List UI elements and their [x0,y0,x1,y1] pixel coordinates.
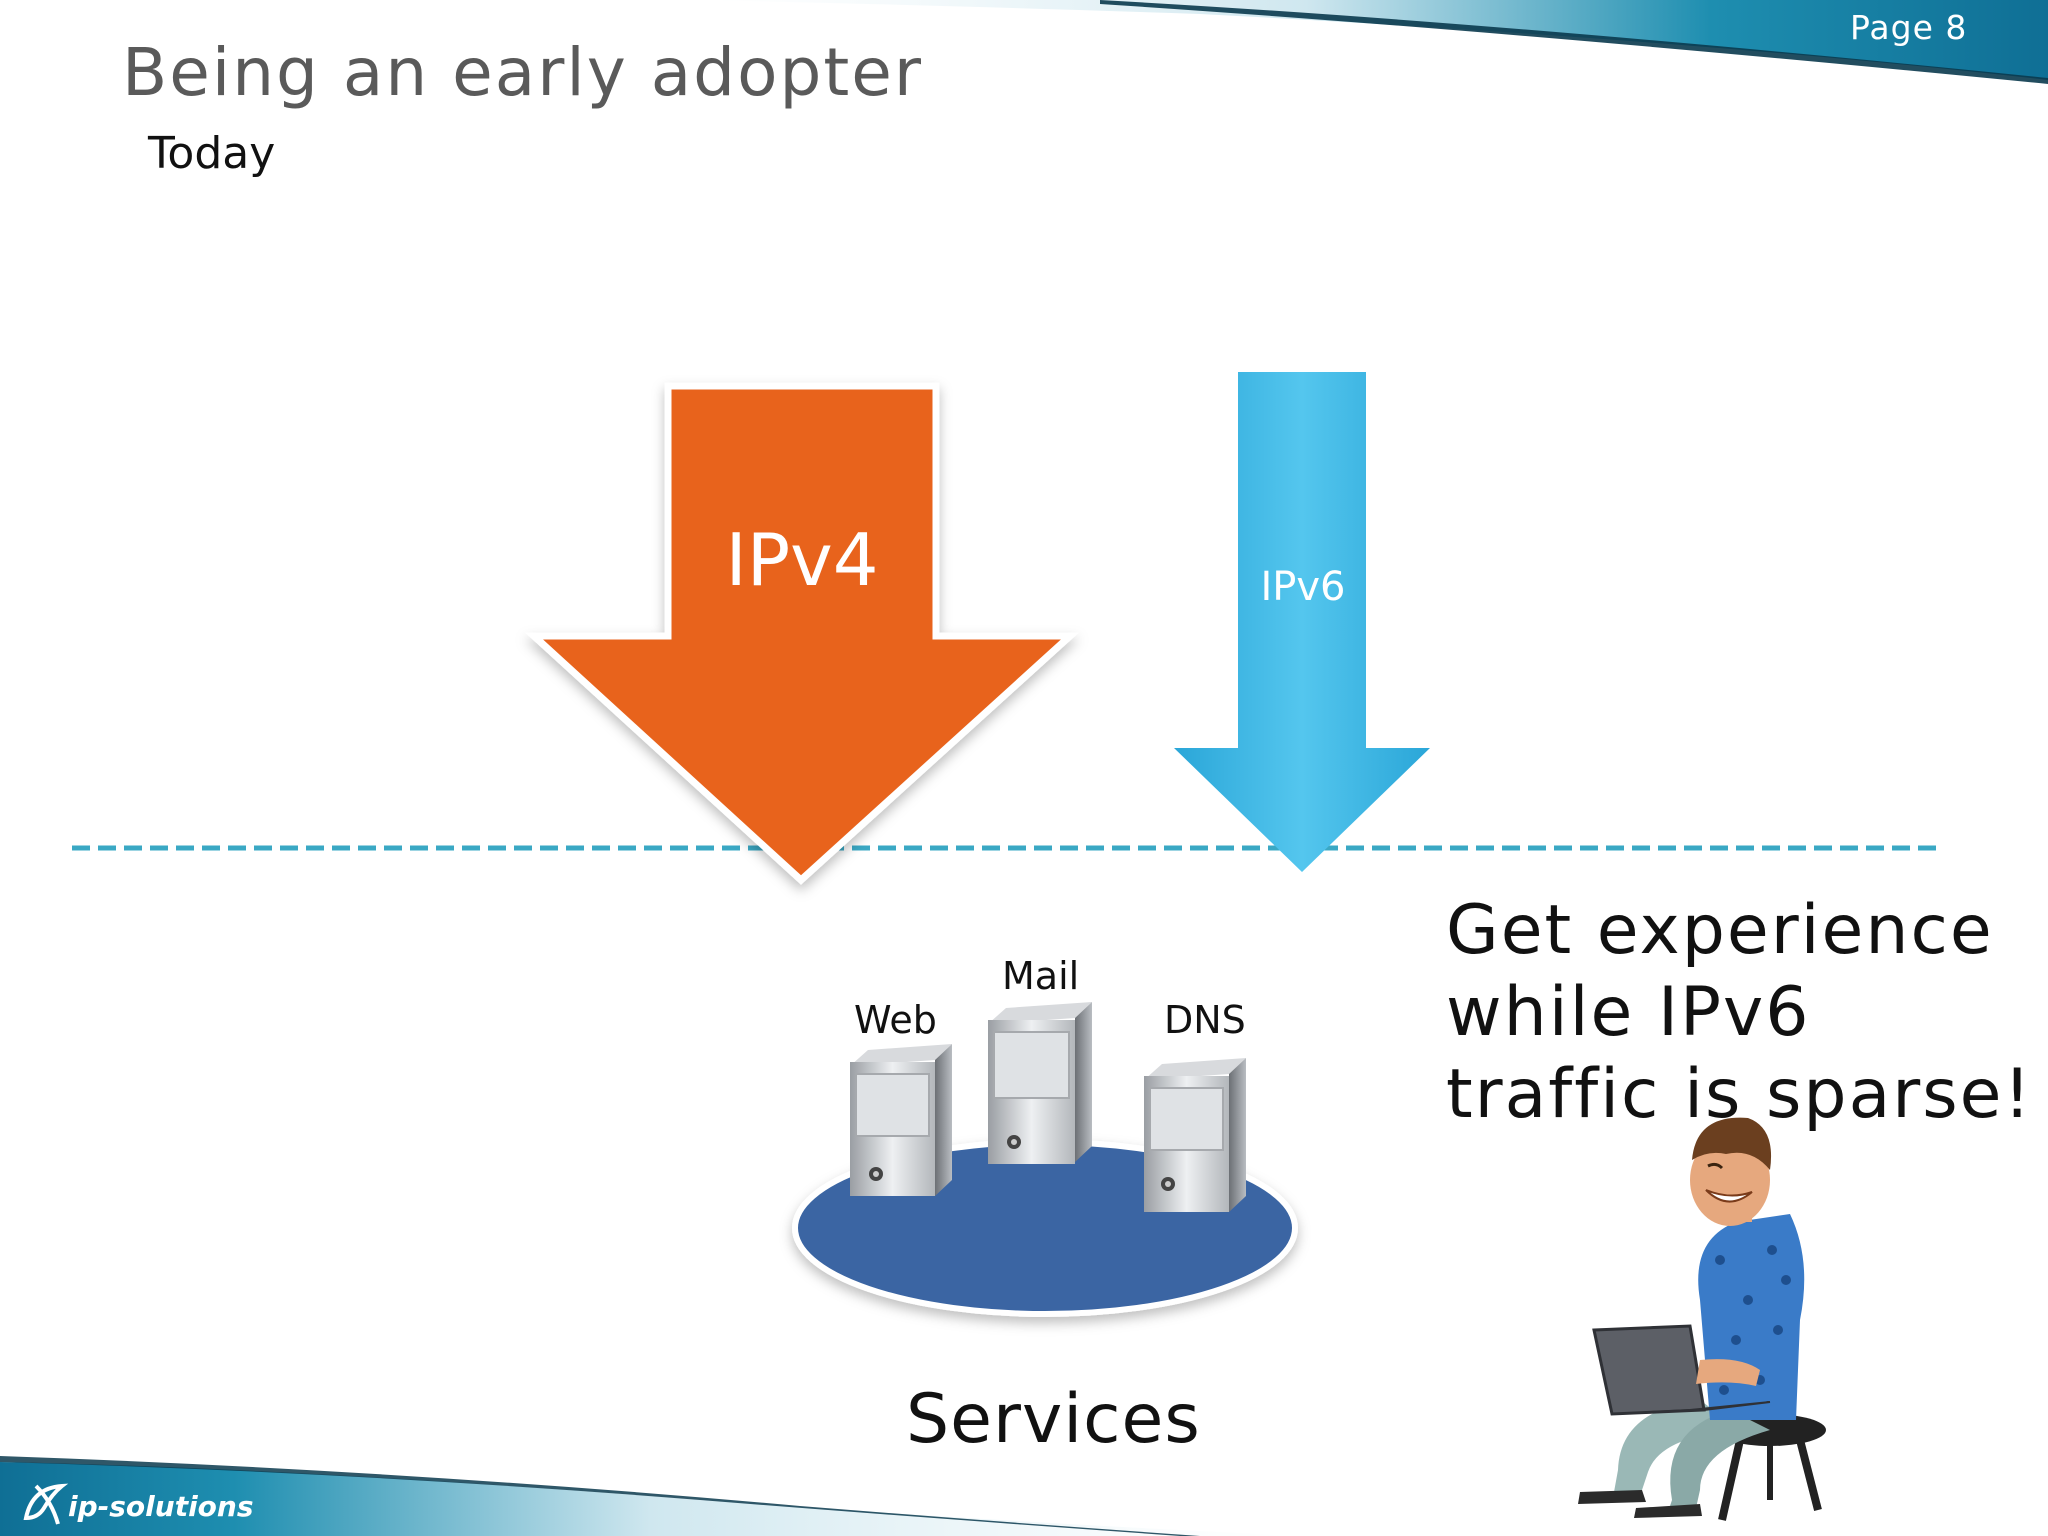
logo-icon [23,1483,69,1525]
ipv4-arrow-label: IPv4 [725,518,879,602]
server-label-mail: Mail [1002,954,1080,998]
callout-line-2: while IPv6 [1446,973,1811,1052]
logo-text: ip-solutions [68,1490,254,1523]
services-label: Services [906,1380,1201,1459]
slide-subtitle: Today [148,128,276,179]
server-label-dns: DNS [1164,998,1246,1042]
callout-line-1: Get experience [1446,891,1994,970]
page-number: Page 8 [1850,8,1968,47]
server-label-web: Web [854,998,937,1042]
callout-message: Get experience while IPv6 traffic is spa… [1446,890,2033,1136]
slide-title: Being an early adopter [122,34,923,111]
person-illustration [1578,1117,1826,1521]
ipv6-arrow-label: IPv6 [1260,564,1346,610]
callout-line-3: traffic is sparse! [1446,1055,2033,1134]
